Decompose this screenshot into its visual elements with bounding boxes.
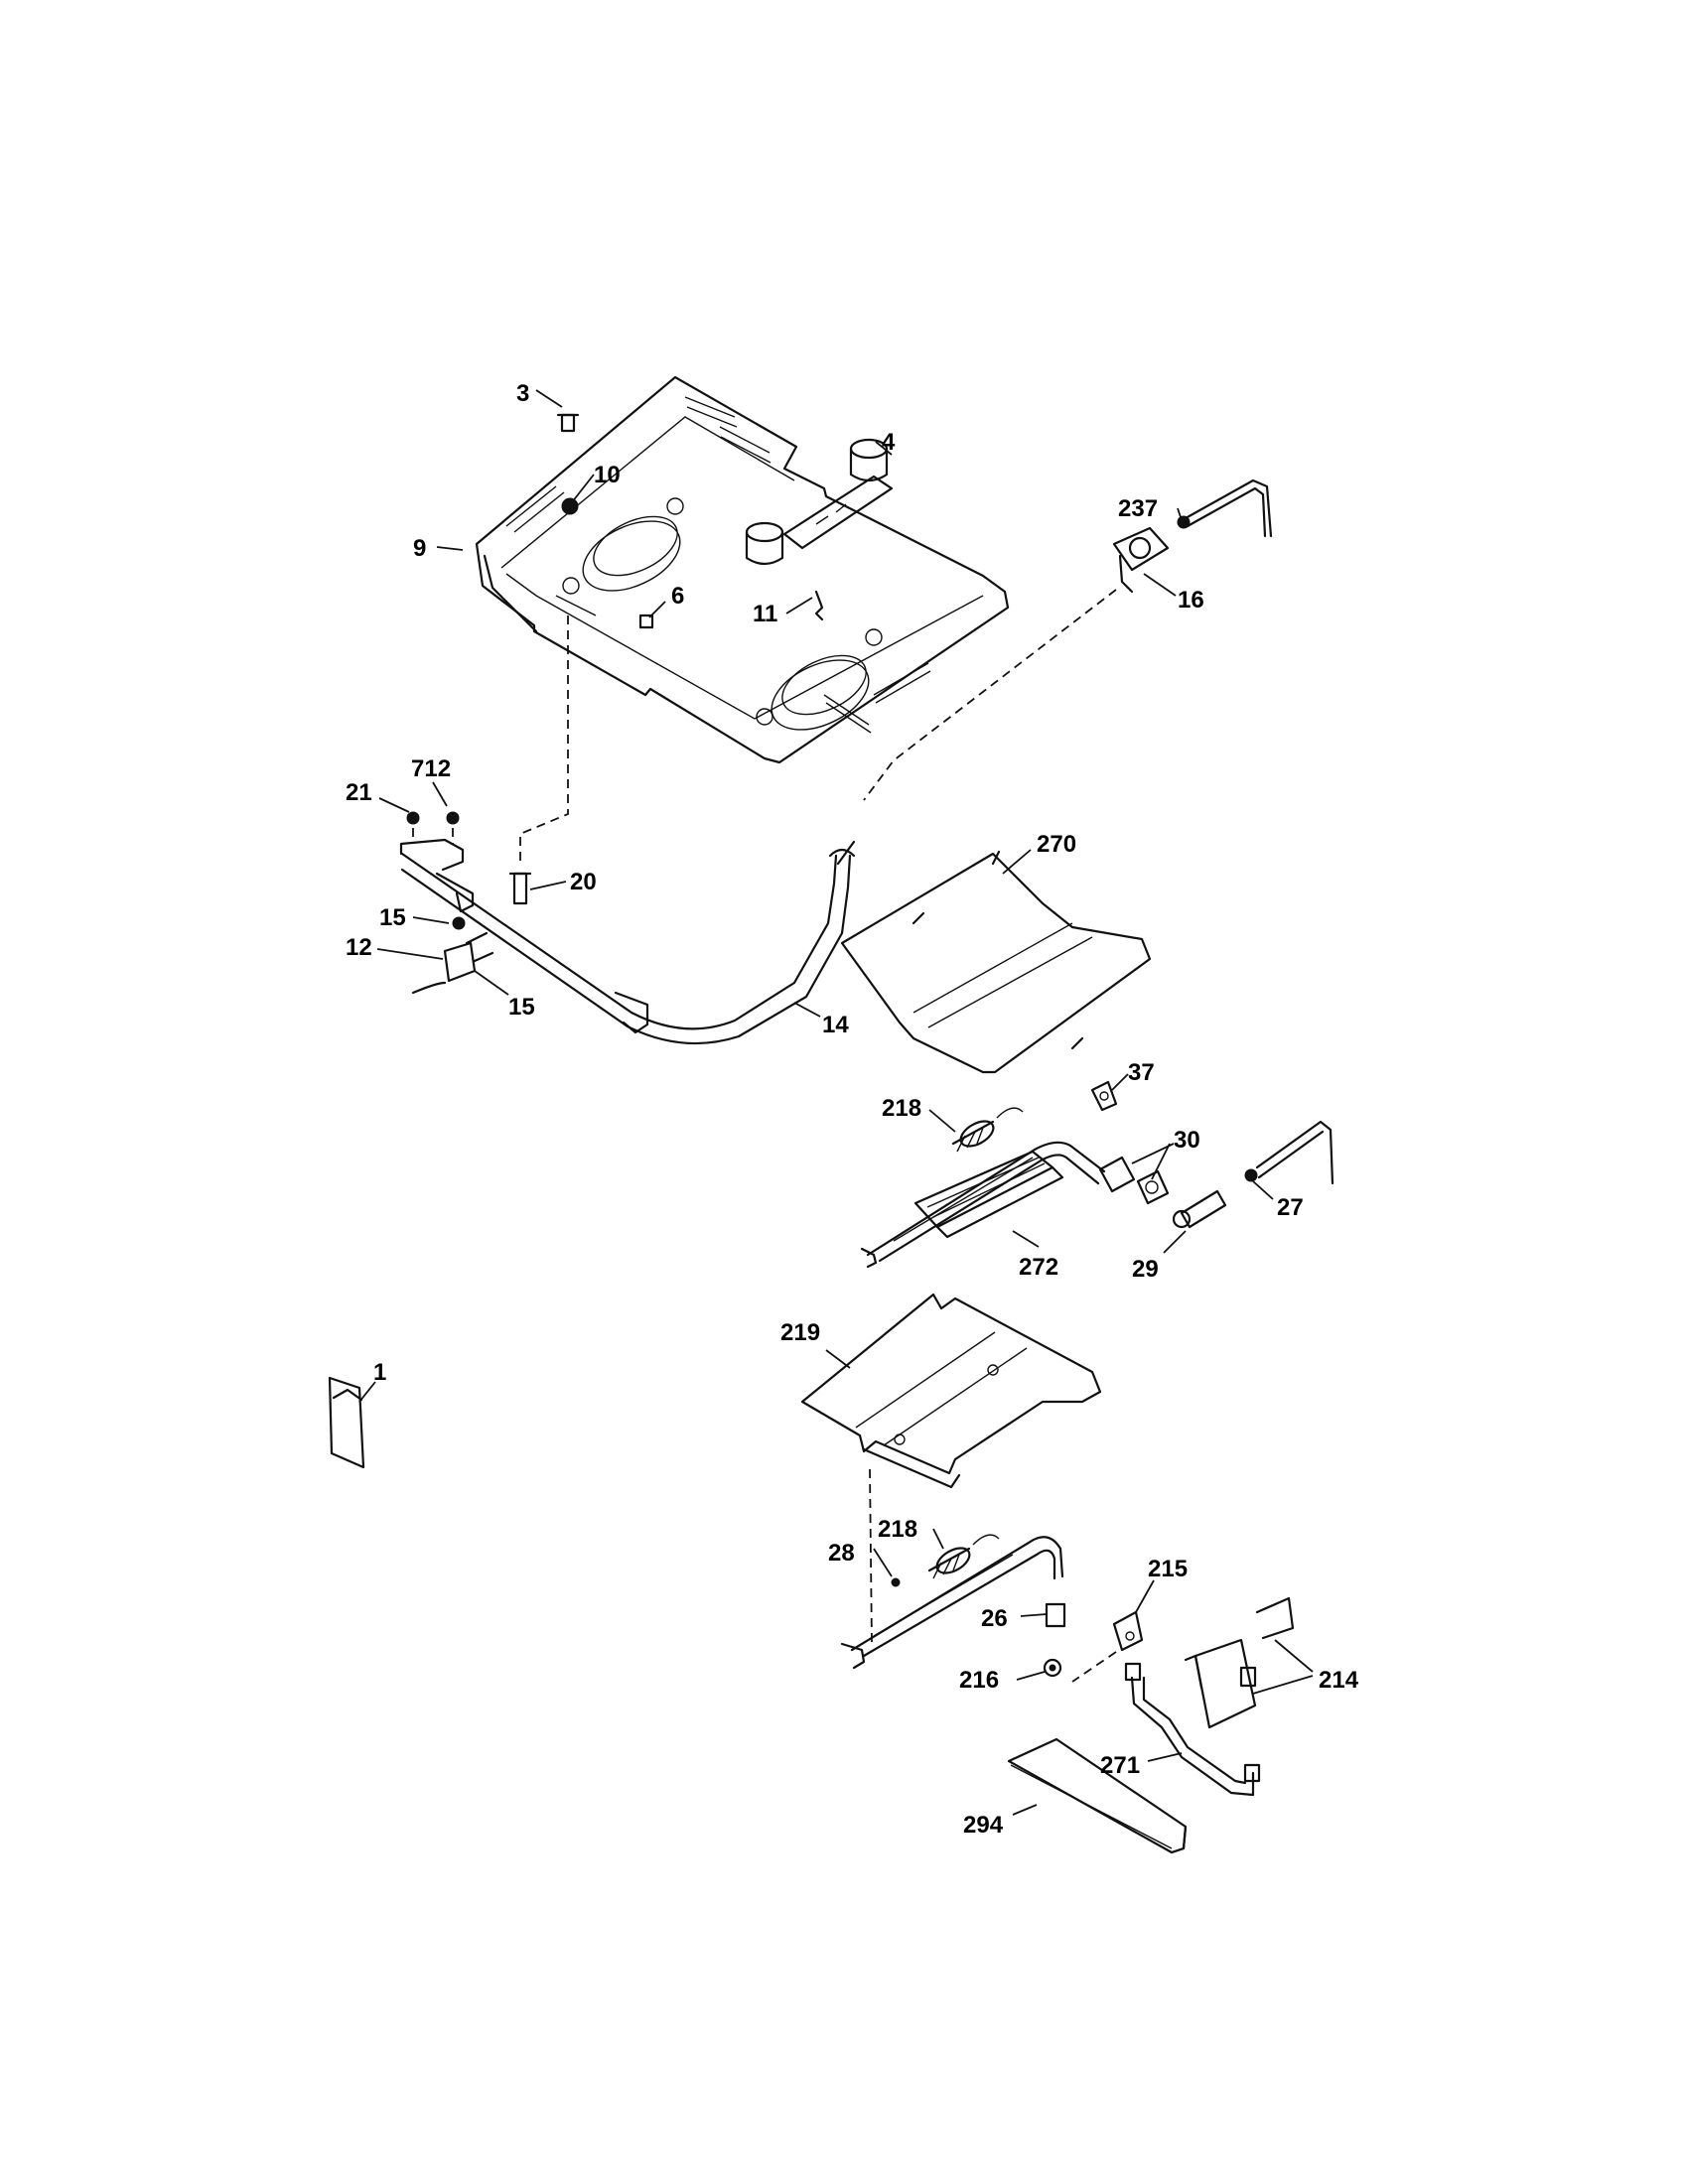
- grommet-10: [561, 497, 579, 515]
- label-15b: 15: [508, 994, 535, 1021]
- label-30: 30: [1174, 1127, 1200, 1154]
- label-294: 294: [963, 1812, 1004, 1839]
- label-270: 270: [1037, 831, 1076, 858]
- label-16: 16: [1178, 587, 1204, 614]
- valve-12: [411, 931, 494, 995]
- label-216: 216: [959, 1667, 999, 1694]
- bracket-215: [1112, 1610, 1144, 1652]
- label-272: 272: [1019, 1254, 1058, 1281]
- washer-15: [452, 916, 466, 930]
- label-4: 4: [882, 429, 896, 456]
- label-21: 21: [346, 779, 372, 806]
- orifice-29: [1172, 1189, 1227, 1229]
- clip-11: [814, 590, 824, 621]
- part-labels: 3 4 10 9 6 11 237 16 712 21 20 270 15 12…: [346, 380, 1359, 1839]
- pin-20: [508, 872, 532, 905]
- leader-lines: [358, 389, 1314, 1816]
- label-237: 237: [1118, 495, 1158, 522]
- label-214: 214: [1319, 1667, 1359, 1694]
- screw-3: [556, 413, 580, 433]
- label-9: 9: [413, 535, 426, 562]
- label-218b: 218: [878, 1516, 917, 1543]
- label-219: 219: [780, 1319, 820, 1346]
- gas-tube-271: [1124, 1662, 1261, 1797]
- gas-tube-27: [1244, 1120, 1334, 1185]
- label-215: 215: [1148, 1556, 1188, 1582]
- label-271: 271: [1100, 1752, 1140, 1779]
- label-11: 11: [753, 601, 777, 627]
- label-3: 3: [516, 380, 529, 407]
- part-37: [1090, 1080, 1118, 1112]
- burner-valve-assembly: [745, 438, 894, 566]
- burner-tube-upper: [860, 1141, 1106, 1269]
- sleeve-26: [1045, 1602, 1066, 1628]
- valve-214: [1184, 1596, 1295, 1729]
- label-12: 12: [346, 934, 372, 961]
- burner-shield-270: [840, 850, 1152, 1074]
- label-1: 1: [373, 1359, 386, 1386]
- nut-6: [638, 614, 654, 629]
- label-10: 10: [594, 462, 621, 488]
- pin-28: [891, 1577, 901, 1587]
- label-28: 28: [828, 1540, 855, 1567]
- label-26: 26: [981, 1605, 1008, 1632]
- fitting-16: [1112, 526, 1170, 594]
- broil-shield-219: [800, 1293, 1102, 1489]
- gas-tube-237: [1177, 478, 1273, 538]
- label-15a: 15: [379, 904, 406, 931]
- broil-burner-tube: [840, 1536, 1064, 1670]
- label-27: 27: [1277, 1194, 1304, 1221]
- label-37: 37: [1128, 1059, 1155, 1086]
- label-218a: 218: [882, 1095, 921, 1122]
- igniter-218-lower: [927, 1534, 1000, 1579]
- label-20: 20: [570, 869, 597, 895]
- manifold-pipe-14: [399, 811, 856, 1045]
- washer-216: [1043, 1658, 1062, 1678]
- igniter-218-upper: [951, 1107, 1024, 1153]
- label-712: 712: [411, 755, 451, 782]
- burner-base-272: [913, 1150, 1064, 1239]
- literature-pack-1: [328, 1376, 365, 1469]
- label-6: 6: [671, 583, 684, 610]
- air-shutter-30: [1098, 1156, 1170, 1205]
- label-29: 29: [1132, 1256, 1159, 1283]
- label-14: 14: [822, 1012, 849, 1038]
- burner-box-panel: [475, 375, 1010, 764]
- trim-294: [1007, 1737, 1188, 1854]
